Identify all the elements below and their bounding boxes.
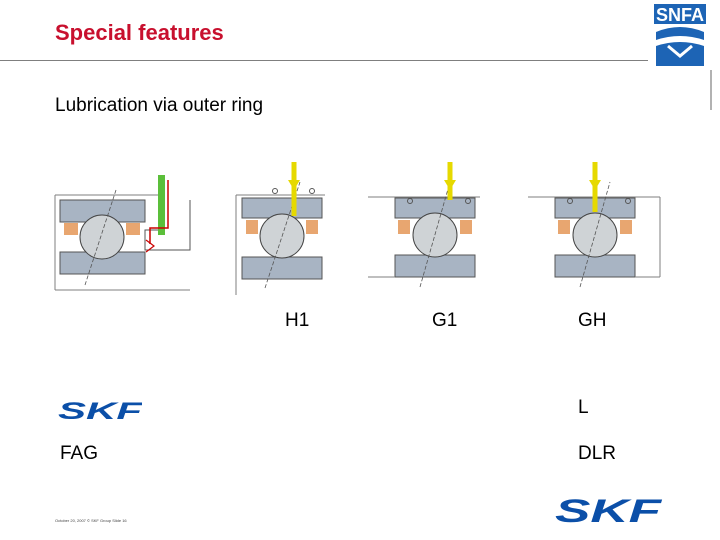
bearing-drawings (54, 162, 661, 295)
bearing-drawing-basic (54, 175, 191, 291)
fag-lubrication-label: DLR (578, 443, 617, 464)
slide-footer: October 20, 2007 © SKF Group Slide 16 (55, 518, 127, 523)
slide-title: Special features (55, 20, 224, 45)
column-label-h1: H1 (285, 310, 310, 331)
bearing-drawing-h1 (235, 162, 325, 295)
svg-text:SNFA: SNFA (656, 5, 704, 25)
svg-text:SKF: SKF (58, 399, 142, 421)
slide-subtitle: Lubrication via outer ring (55, 95, 264, 116)
side-divider (710, 70, 712, 110)
skf-brand-logo: SKF (58, 399, 142, 421)
column-label-gh: GH (578, 310, 607, 331)
column-label-g1: G1 (432, 310, 458, 331)
bearing-drawing-gh (528, 162, 661, 288)
fag-brand-label: FAG (60, 443, 99, 464)
bearing-drawing-g1 (368, 162, 480, 288)
skf-corner-logo: SKF (555, 495, 663, 525)
skf-lubrication-label: L (578, 397, 589, 418)
title-divider (0, 60, 648, 61)
snfa-logo: SNFA (654, 4, 706, 66)
svg-text:SKF: SKF (555, 495, 663, 525)
